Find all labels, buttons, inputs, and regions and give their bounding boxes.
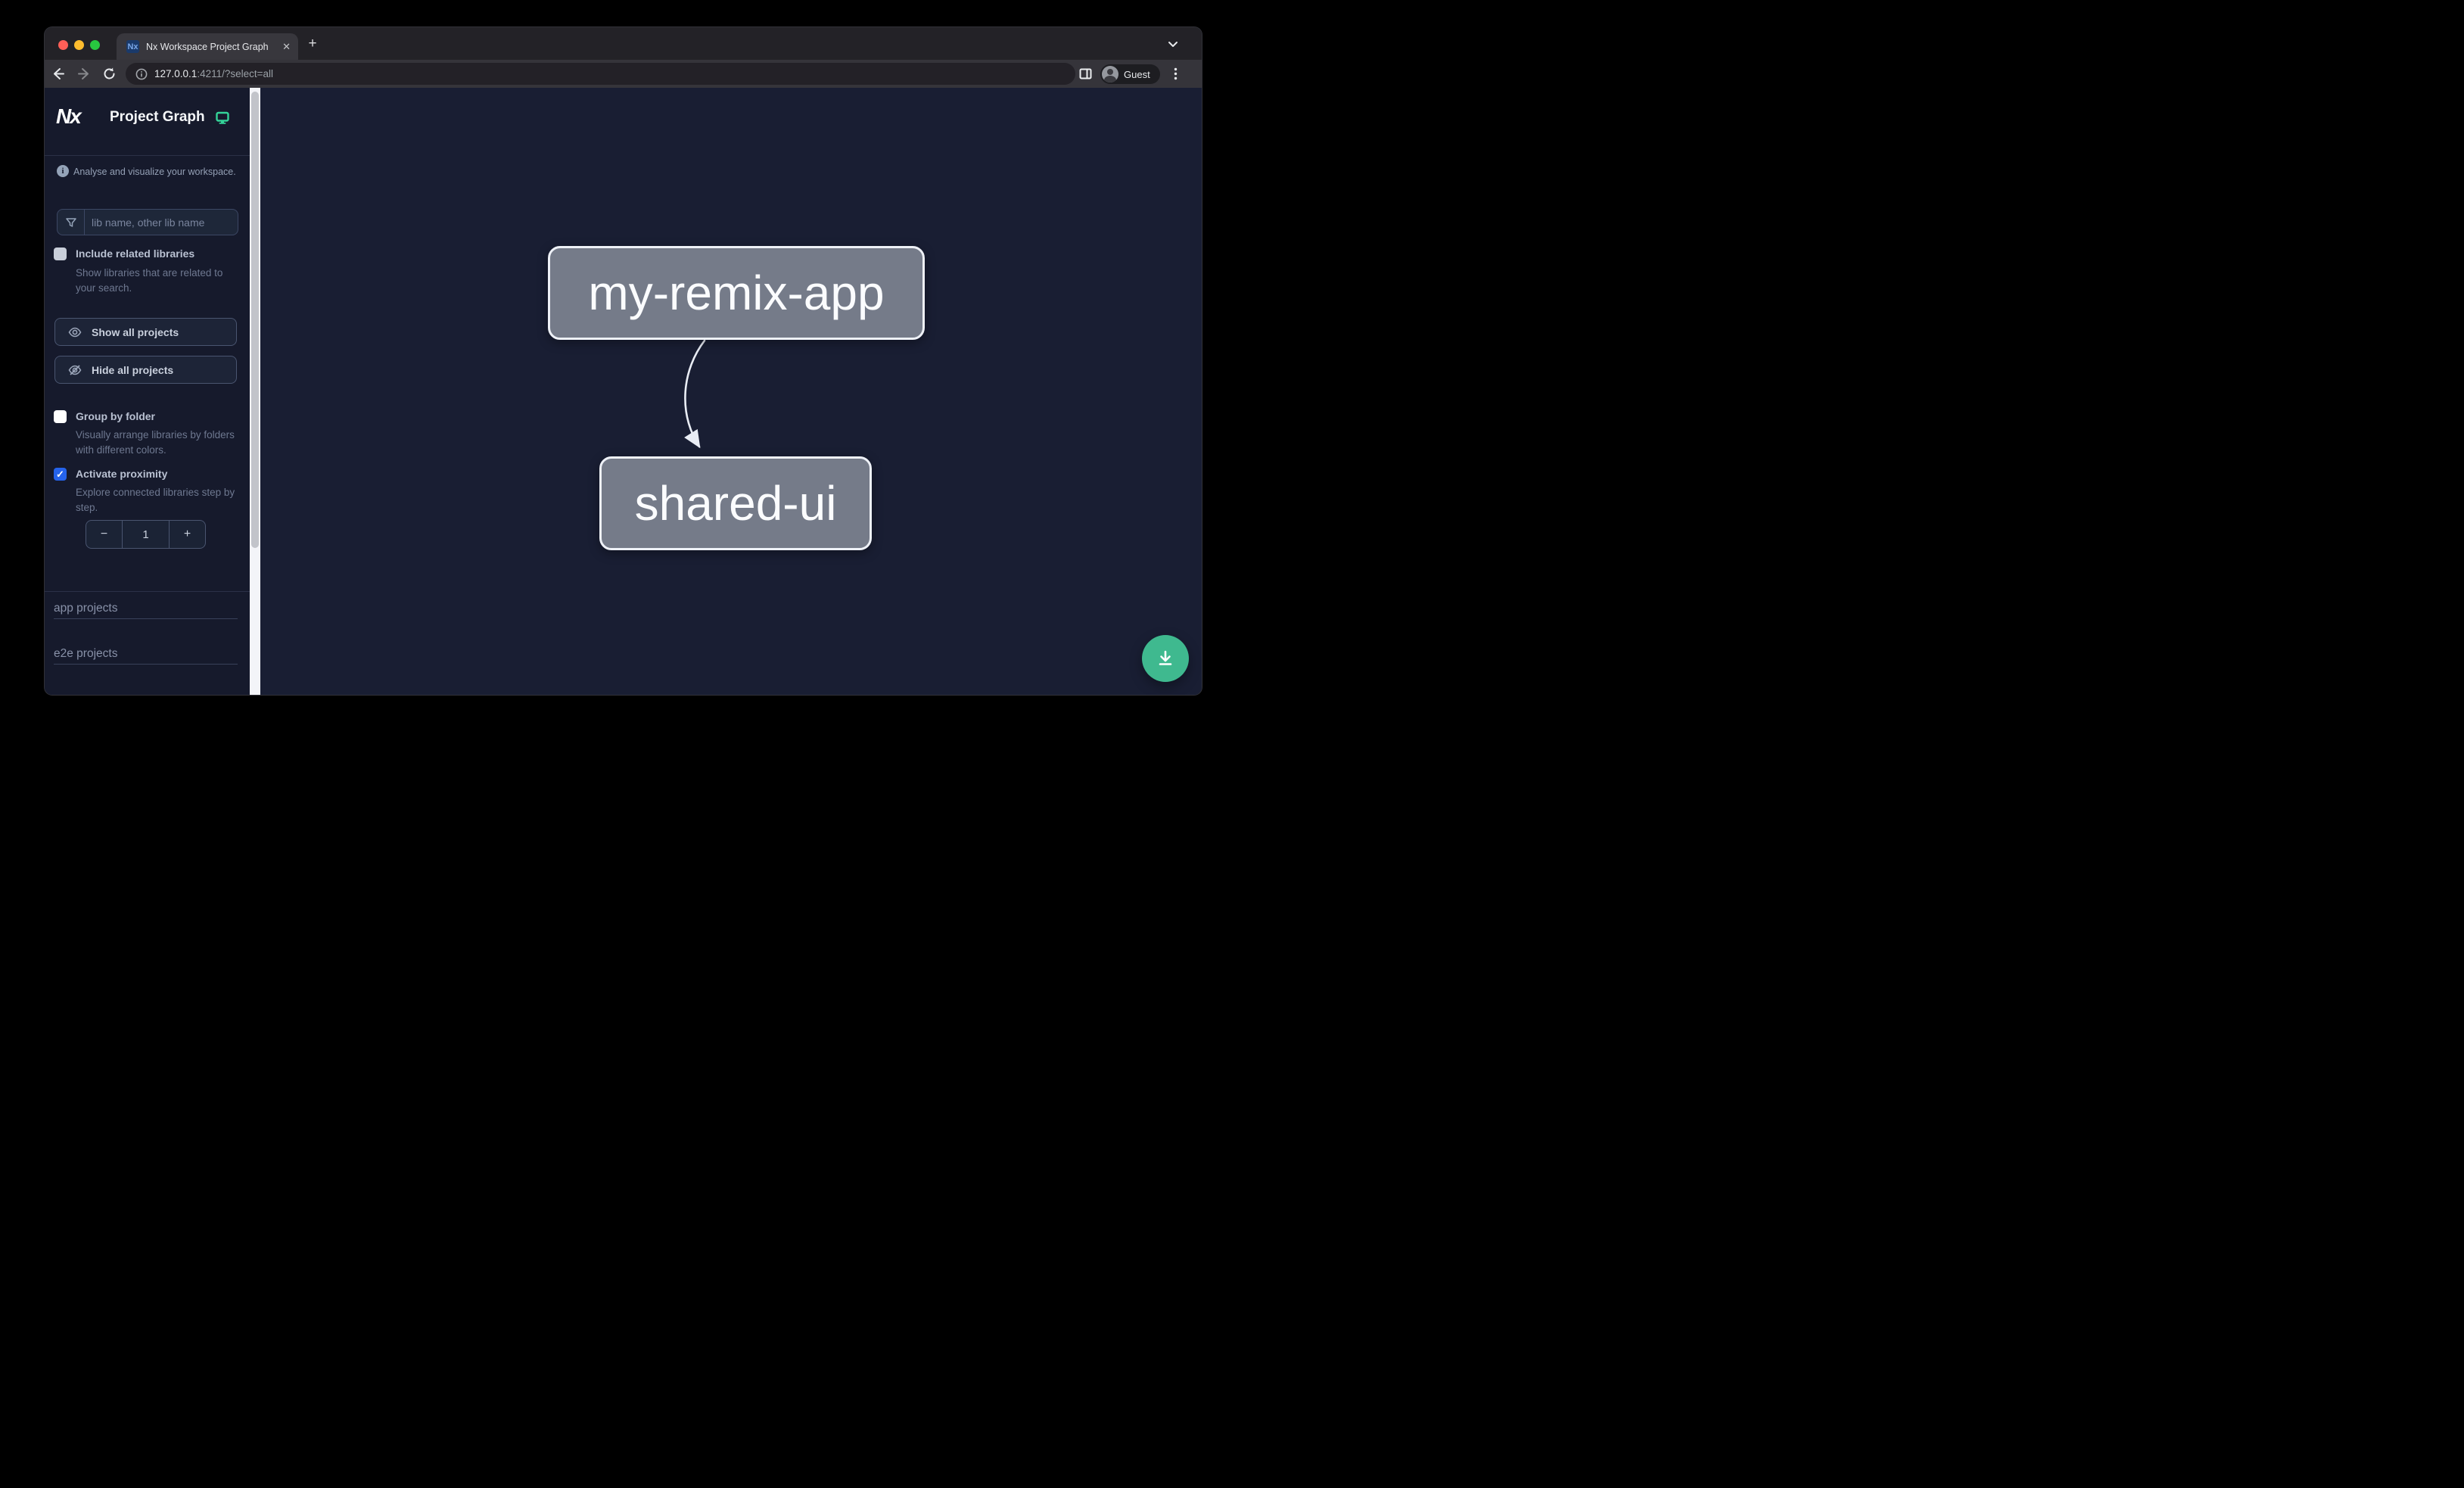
download-icon <box>1156 649 1175 668</box>
stepper-value: 1 <box>142 528 149 541</box>
section-header-e2e-projects: e2e projects <box>54 647 238 665</box>
increment-button[interactable]: + <box>169 521 205 548</box>
download-image-button[interactable] <box>1142 635 1189 682</box>
tagline: Analyse and visualize your workspace. <box>73 167 236 177</box>
url-text: 127.0.0.1:4211/?select=all <box>154 68 273 79</box>
site-info-icon[interactable] <box>135 68 148 80</box>
section-header-app-projects: app projects <box>54 602 238 619</box>
divider <box>84 210 85 235</box>
button-label: Show all projects <box>92 325 179 338</box>
hide-all-projects-button[interactable]: Hide all projects <box>54 356 237 384</box>
new-tab-button[interactable]: + <box>308 36 317 51</box>
decrement-button[interactable]: − <box>86 521 123 548</box>
eye-off-icon <box>68 363 82 377</box>
url-path: :4211/?select=all <box>197 68 274 79</box>
info-icon: i <box>57 165 69 177</box>
zoom-window-button[interactable] <box>90 40 100 50</box>
node-label: my-remix-app <box>588 266 885 320</box>
option-description: Visually arrange libraries by folders wi… <box>76 429 235 456</box>
desktop-background: Nx Nx Workspace Project Graph ✕ + <box>0 0 1232 744</box>
group-by-folder-checkbox[interactable] <box>54 410 67 423</box>
option-label: Include related libraries <box>76 247 195 260</box>
option-label: Group by folder <box>76 410 155 422</box>
tab-strip: Nx Nx Workspace Project Graph ✕ + <box>45 27 1202 60</box>
option-description: Explore connected libraries step by step… <box>76 487 235 513</box>
search-input[interactable] <box>85 216 238 229</box>
sidebar-scrollbar-thumb[interactable] <box>251 92 259 548</box>
monitor-icon[interactable] <box>216 111 229 125</box>
url-host: 127.0.0.1 <box>154 68 198 79</box>
browser-window: Nx Nx Workspace Project Graph ✕ + <box>45 27 1202 695</box>
activate-proximity-checkbox[interactable]: ✓ <box>54 468 67 481</box>
forward-icon[interactable] <box>77 67 92 81</box>
sidebar-scrollbar-track <box>250 88 260 695</box>
node-shared-ui[interactable]: shared-ui <box>599 456 872 550</box>
node-label: shared-ui <box>634 476 837 531</box>
side-panel-icon[interactable] <box>1078 67 1093 81</box>
tab-close-icon[interactable]: ✕ <box>282 41 291 52</box>
option-description: Show libraries that are related to your … <box>76 267 223 294</box>
page-content: Nx Project Graph i Analyse and visualize… <box>45 88 1202 695</box>
nx-logo: Nx <box>56 104 82 128</box>
kebab-menu-icon[interactable] <box>1168 67 1183 81</box>
show-all-projects-button[interactable]: Show all projects <box>54 318 237 346</box>
browser-toolbar: 127.0.0.1:4211/?select=all Guest <box>45 60 1202 88</box>
button-label: Hide all projects <box>92 363 174 376</box>
include-related-checkbox[interactable] <box>54 247 67 260</box>
search-box <box>57 209 238 235</box>
edge-my-remix-app-to-shared-ui <box>684 339 706 449</box>
reload-icon[interactable] <box>102 67 117 81</box>
tab-title: Nx Workspace Project Graph <box>146 41 269 52</box>
profile-name: Guest <box>1124 68 1150 80</box>
sidebar: Nx Project Graph i Analyse and visualize… <box>45 88 250 695</box>
filter-icon <box>65 216 77 229</box>
divider <box>45 591 250 592</box>
profile-button[interactable]: Guest <box>1100 64 1160 84</box>
divider <box>45 155 250 156</box>
option-label: Activate proximity <box>76 468 168 480</box>
nx-favicon-icon: Nx <box>126 40 139 53</box>
avatar <box>1102 66 1118 82</box>
browser-tab[interactable]: Nx Nx Workspace Project Graph ✕ <box>117 33 298 60</box>
chevron-down-icon[interactable] <box>1166 38 1180 50</box>
eye-icon <box>68 325 82 339</box>
back-icon[interactable] <box>51 67 65 81</box>
graph-canvas: my-remix-app shared-ui <box>260 88 1202 695</box>
node-my-remix-app[interactable]: my-remix-app <box>548 246 925 340</box>
minimize-window-button[interactable] <box>74 40 84 50</box>
page-title: Project Graph <box>110 109 205 125</box>
close-window-button[interactable] <box>58 40 68 50</box>
address-bar[interactable]: 127.0.0.1:4211/?select=all <box>126 63 1075 85</box>
proximity-depth-stepper: − 1 + <box>86 520 206 549</box>
